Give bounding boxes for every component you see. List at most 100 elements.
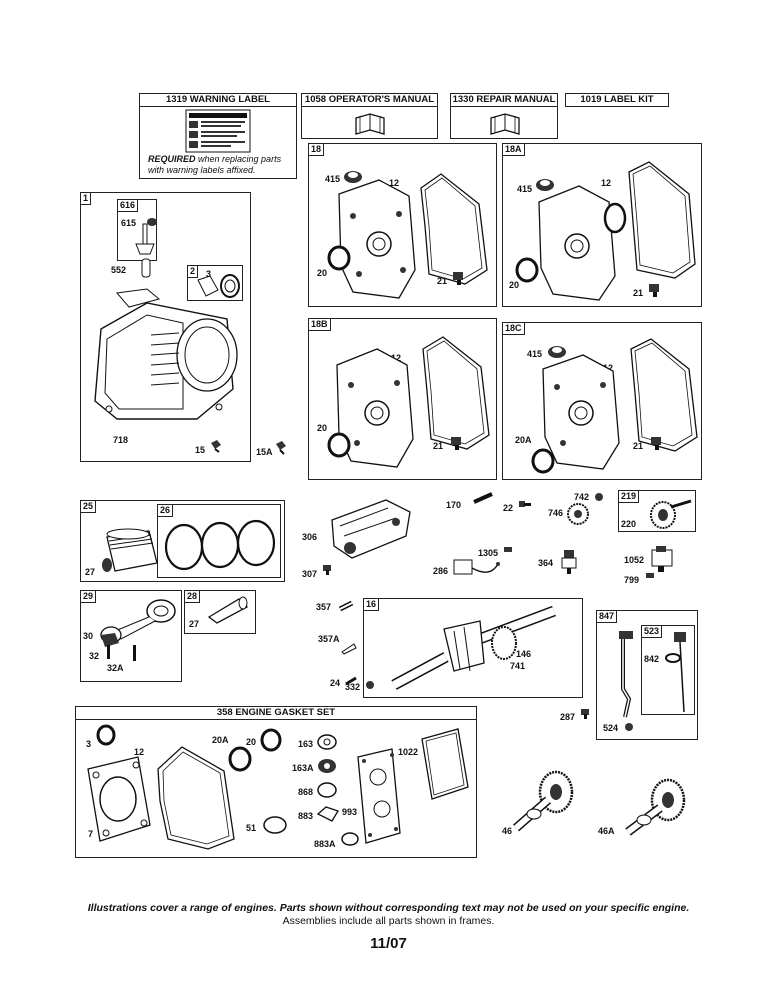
piston-part	[102, 528, 158, 572]
part-label: 46A	[598, 826, 615, 836]
group-tag: 25	[80, 500, 97, 513]
bushing-seal-part	[197, 274, 240, 298]
screw-part	[453, 272, 463, 285]
part-label: 415	[527, 349, 543, 359]
part-label: 24	[330, 678, 341, 688]
gasket-part	[317, 782, 337, 798]
group-28-wrist-pin: 28 27	[184, 590, 256, 634]
group-18b-crankcase-cover: 18B 12 20 21	[308, 318, 497, 480]
part-label: 306	[302, 532, 318, 542]
seal-part	[260, 728, 282, 752]
part-label: 868	[298, 787, 314, 797]
label-kit-box: 1019 LABEL KIT	[565, 93, 669, 107]
gasket-set-box: 358 ENGINE GASKET SET 3 12 7 51 20A 20 1…	[75, 706, 477, 858]
valve-cover-gasket-part	[421, 728, 469, 800]
crankshaft-part	[391, 605, 556, 690]
part-label: 22	[503, 503, 514, 513]
group-tag: 18B	[308, 318, 331, 331]
part-label: 20	[317, 423, 328, 433]
o-ring-part	[665, 653, 681, 663]
group-tag: 29	[80, 590, 97, 603]
breather-cover-part	[331, 499, 411, 559]
group-18c-crankcase-cover: 18C 415 12 20A 21	[502, 322, 702, 480]
sensor-wire-part	[453, 559, 500, 575]
group-tag: 18C	[502, 322, 525, 335]
screw-part	[646, 573, 654, 578]
oil-sensor-part	[561, 550, 577, 574]
gasket-set-title: 358 ENGINE GASKET SET	[76, 707, 476, 720]
part-label: 15A	[256, 447, 273, 457]
washer-part	[595, 493, 603, 501]
camshaft-part	[513, 770, 574, 832]
gasket-part	[317, 734, 337, 750]
governor-gear-part	[650, 499, 692, 529]
screw-part	[451, 437, 461, 450]
repair-manual-title: 1330 REPAIR MANUAL	[451, 94, 557, 107]
group-tag: 219	[618, 490, 640, 503]
part-label: 615	[121, 218, 137, 228]
screw-part	[649, 284, 659, 297]
part-label: 12	[391, 353, 402, 363]
part-label: 20	[509, 280, 520, 290]
gear-part	[567, 503, 589, 525]
part-label: 741	[510, 661, 526, 671]
part-label: 12	[601, 178, 612, 188]
part-label: 286	[433, 566, 449, 576]
part-label: 12	[134, 747, 145, 757]
stud-part	[473, 492, 493, 504]
pin-part	[338, 600, 354, 612]
part-label: 799	[624, 575, 640, 585]
governor-shaft-part	[135, 218, 157, 255]
part-label: 332	[345, 682, 361, 692]
part-label: 51	[246, 823, 257, 833]
screw-part	[651, 437, 661, 450]
gasket-part	[263, 816, 287, 834]
seal-part	[327, 432, 351, 458]
group-tag: 847	[596, 610, 618, 623]
assemblies-note: Assemblies include all parts shown in fr…	[282, 915, 495, 927]
dipstick-part	[674, 632, 686, 713]
part-label: 1022	[398, 747, 419, 757]
part-label: 3	[206, 269, 212, 279]
wrist-pin-part	[207, 596, 249, 624]
dowel-pin-part	[141, 258, 151, 278]
rod-bolt-part	[107, 645, 136, 661]
group-tag: 523	[641, 625, 663, 638]
part-label: 842	[644, 654, 660, 664]
seal-part	[515, 257, 539, 283]
repair-manual-box: 1330 REPAIR MANUAL	[450, 93, 558, 139]
group-tag: 616	[117, 199, 139, 212]
seal-part	[327, 245, 351, 271]
part-label: 170	[446, 500, 462, 510]
part-label: 32A	[107, 663, 124, 673]
part-label: 883A	[314, 839, 336, 849]
group-26-rings: 26	[157, 504, 281, 578]
part-label: 220	[621, 519, 637, 529]
group-25-piston: 25 27 26	[80, 500, 285, 582]
part-label: 746	[548, 508, 564, 518]
disclaimer-text: Illustrations cover a range of engines. …	[87, 902, 690, 914]
group-523-dipstick: 523 842	[641, 625, 695, 715]
screw-part	[519, 501, 531, 507]
group-219-governor-gear: 219 220	[618, 490, 696, 532]
page-date: 11/07	[370, 935, 407, 952]
part-label: 3	[86, 739, 92, 749]
group-tag: 28	[184, 590, 201, 603]
part-label: 46	[502, 826, 513, 836]
part-label: 20	[246, 737, 257, 747]
group-616-box: 616 615	[117, 199, 157, 261]
part-label: 742	[574, 492, 590, 502]
required-note: REQUIRED when replacing parts with warni…	[148, 154, 282, 175]
part-label: 1305	[478, 548, 499, 558]
part-label: 287	[560, 712, 576, 722]
part-label: 524	[603, 723, 619, 733]
part-label: 146	[516, 649, 532, 659]
part-label: 27	[189, 619, 200, 629]
part-label: 993	[342, 807, 358, 817]
part-label: 307	[302, 569, 318, 579]
operators-manual-box: 1058 OPERATOR'S MANUAL	[301, 93, 438, 139]
bolt-part	[276, 441, 286, 455]
group-18a-crankcase-cover: 18A 415 12 17 20 21	[502, 143, 702, 307]
crankcase-cover-part	[542, 338, 698, 470]
part-label: 20A	[515, 435, 532, 445]
